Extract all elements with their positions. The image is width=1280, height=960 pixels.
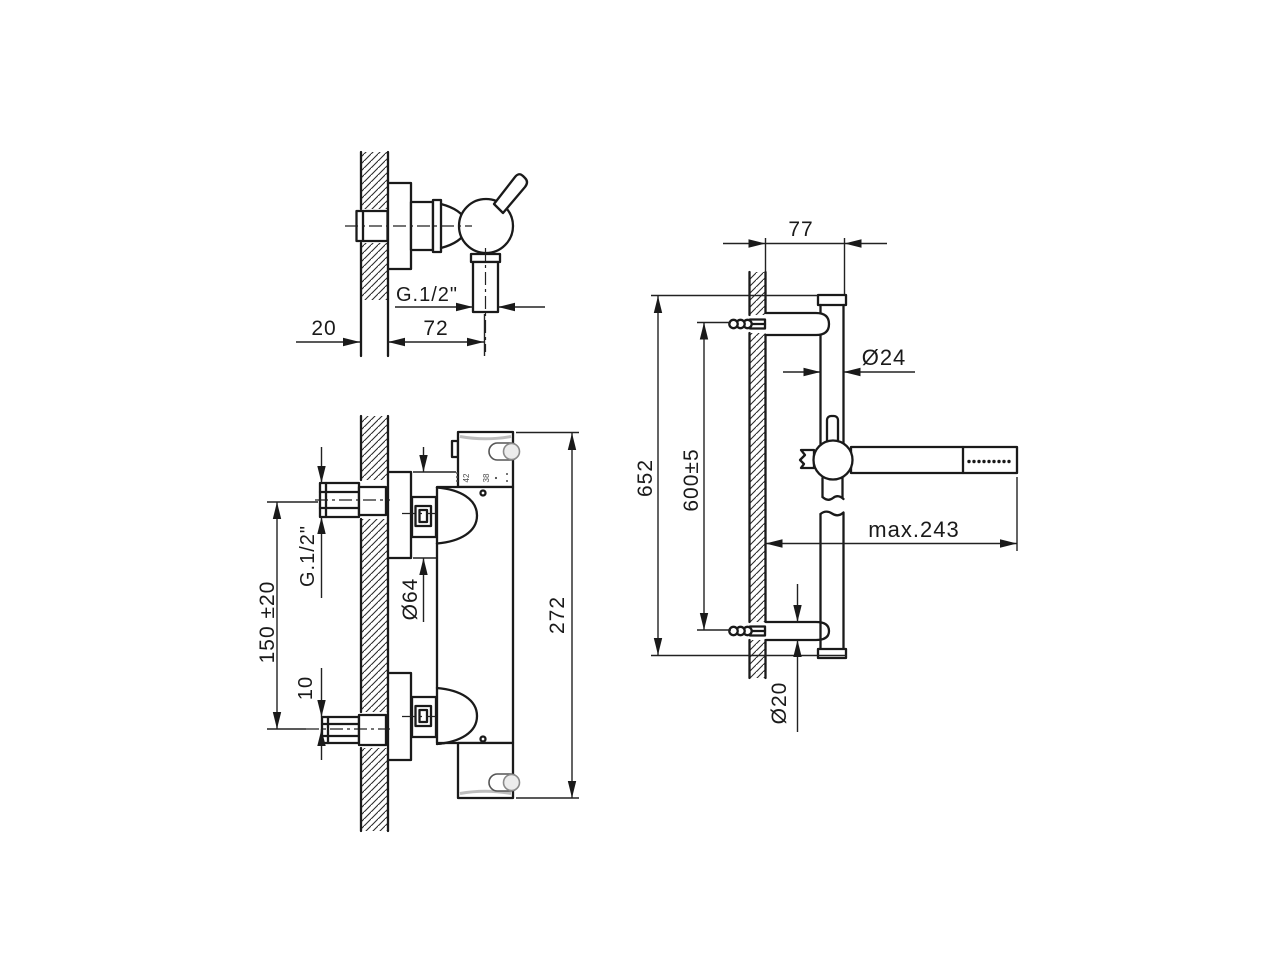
wall-hatch bbox=[749, 272, 766, 678]
dim-bracket-depth: 77 bbox=[788, 218, 813, 241]
dim-inlet-spacing: 150 ±20 bbox=[256, 581, 279, 664]
dim-rail-diameter: Ø24 bbox=[862, 345, 907, 370]
supply-nut bbox=[355, 209, 389, 243]
dim-outlet-thread: G.1/2" bbox=[396, 284, 458, 306]
temp-scale-42: 42 bbox=[462, 473, 471, 482]
dim-body-length: 272 bbox=[546, 596, 569, 634]
rail-side-view: 77 652 600±5 Ø24 max.243 Ø20 bbox=[634, 218, 1019, 732]
mixer-body bbox=[435, 485, 515, 745]
rail-top-cap bbox=[816, 293, 848, 307]
lower-screw bbox=[728, 625, 767, 637]
dim-mounting-hole-spacing: 600±5 bbox=[680, 448, 703, 511]
handshower-body bbox=[849, 445, 1019, 475]
temp-scale-38: 38 bbox=[482, 473, 491, 482]
dim-escutcheon-diameter: Ø64 bbox=[399, 578, 422, 621]
dim-wall-thickness: 20 bbox=[311, 317, 336, 340]
slider-knob bbox=[812, 439, 854, 481]
valve-lever bbox=[492, 173, 529, 215]
mixer-front-view: 42 38 G.1/2" 10 150 ±20 Ø64 bbox=[256, 414, 579, 833]
dim-handshower-reach: max.243 bbox=[868, 517, 959, 542]
upper-escutcheon bbox=[386, 470, 413, 560]
dim-inlet-offset: 10 bbox=[295, 676, 317, 700]
slider-clip bbox=[798, 448, 816, 470]
dim-inlet-thread: G.1/2" bbox=[297, 525, 319, 587]
dim-valve-depth: 72 bbox=[423, 317, 448, 340]
valve-side-view: G.1/2" 20 72 bbox=[296, 150, 545, 358]
upper-wall-bracket bbox=[766, 311, 831, 337]
dim-bracket-diameter: Ø20 bbox=[768, 682, 791, 725]
spray-face-dots bbox=[967, 459, 1011, 464]
rail-bottom-cap bbox=[816, 647, 848, 660]
upper-screw bbox=[728, 318, 767, 330]
dim-rail-total-length: 652 bbox=[634, 459, 657, 497]
wall-hatch bbox=[361, 416, 388, 831]
